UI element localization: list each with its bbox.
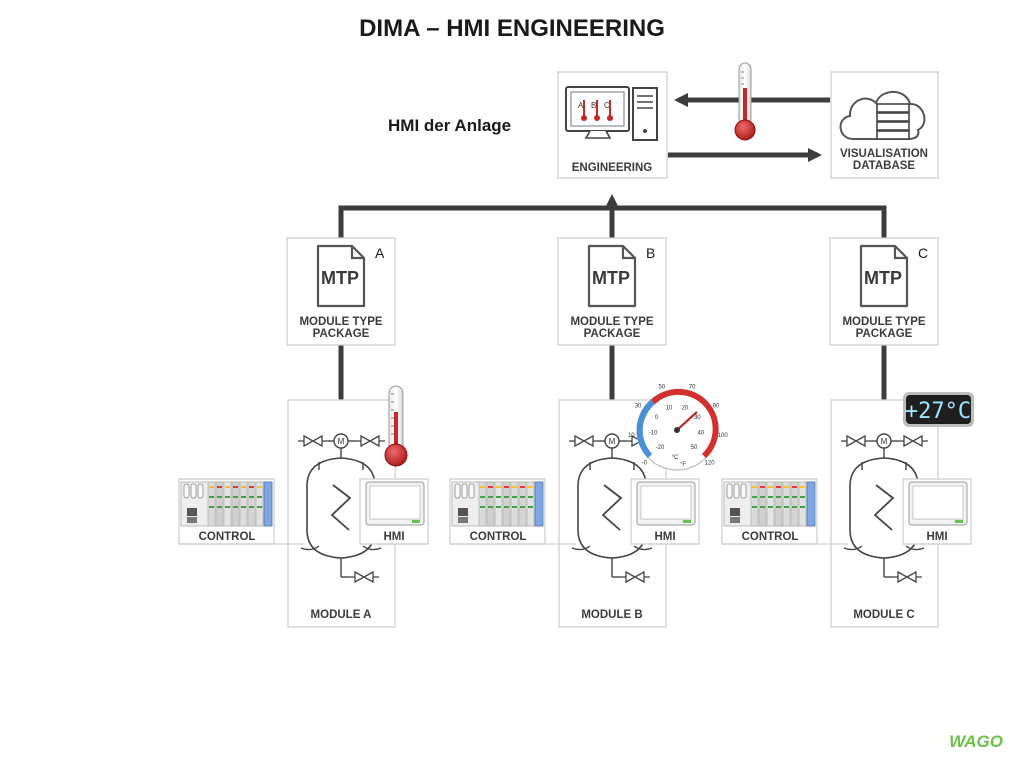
engineering-box: A B C ENGINEERING (557, 71, 668, 179)
process-schematic: M (841, 433, 928, 583)
mtp-icon-text: MTP (864, 268, 902, 288)
gauge-celsius-tick: 30 (694, 415, 701, 421)
control-label: CONTROL (470, 531, 527, 543)
control-label: CONTROL (199, 531, 256, 543)
dial-gauge-icon: -20 -10 0 10 20 30 40 50 -0 10 30 50 70 90 100 120 °C°F (628, 385, 729, 471)
svg-text:M: M (609, 437, 616, 446)
connector-tree (338, 194, 887, 400)
control-label: CONTROL (742, 531, 799, 543)
svg-text:M: M (338, 437, 345, 446)
process-schematic: M (298, 433, 385, 583)
module-label: MODULE B (581, 609, 642, 621)
screen-label-a: A (578, 101, 584, 110)
package-letter: A (375, 245, 385, 261)
module-label: MODULE A (311, 609, 372, 621)
gauge-fahrenheit-tick: 70 (689, 385, 696, 391)
hmi-panel-icon (908, 481, 968, 526)
thermometer-icon-top (734, 62, 756, 141)
gauge-celsius-tick: 40 (698, 431, 705, 437)
hmi-der-anlage-label: HMI der Anlage (388, 116, 511, 135)
mtp-icon-text: MTP (592, 268, 630, 288)
gauge-fahrenheit-tick: 90 (713, 404, 720, 410)
gauge-celsius-tick: -20 (656, 445, 665, 451)
visualisation-database-box: VISUALISATION DATABASE (830, 71, 939, 179)
package-label-line2: PACKAGE (584, 328, 641, 340)
heating-coil-icon (873, 484, 895, 531)
gauge-unit-f: °F (680, 462, 686, 468)
gauge-celsius-tick: 0 (655, 415, 659, 421)
package-letter: B (646, 245, 655, 261)
gauge-celsius-tick: 50 (691, 445, 698, 451)
wago-logo: WAGO (949, 732, 1003, 751)
database-icon (876, 103, 910, 140)
gauge-celsius-tick: 20 (682, 405, 689, 411)
hmi-label: HMI (926, 531, 947, 543)
module-label: MODULE C (853, 609, 914, 621)
process-schematic: M (569, 433, 656, 583)
digital-reading: +27°C (905, 399, 971, 424)
control-hmi-strip: CONTROL HMI (449, 478, 700, 545)
hmi-panel-icon (365, 481, 425, 526)
package-label-line1: MODULE TYPE (299, 316, 382, 328)
gauge-fahrenheit-tick: 30 (635, 404, 642, 410)
screen-label-c: C (604, 101, 610, 110)
module-box: M MODULE A (287, 399, 396, 628)
package-label-line1: MODULE TYPE (842, 316, 925, 328)
gauge-fahrenheit-tick: 100 (718, 433, 729, 439)
thermometer-icon (384, 385, 408, 467)
screen-label-b: B (591, 101, 596, 110)
digital-display-icon: +27°C (903, 392, 974, 427)
page-title: DIMA – HMI ENGINEERING (359, 15, 665, 42)
package-label-line1: MODULE TYPE (570, 316, 653, 328)
gauge-celsius-tick: 10 (666, 405, 673, 411)
package-label-line2: PACKAGE (313, 328, 370, 340)
mtp-icon-text: MTP (321, 268, 359, 288)
plc-controller-icon (723, 481, 816, 527)
package-label-line2: PACKAGE (856, 328, 913, 340)
package-letter: C (918, 245, 928, 261)
heating-coil-icon (330, 484, 352, 531)
database-label: DATABASE (853, 160, 916, 172)
computer-icon: A B C (565, 86, 658, 141)
gauge-fahrenheit-tick: -0 (642, 461, 648, 467)
engineering-label: ENGINEERING (572, 162, 653, 174)
control-hmi-strip: CONTROL HMI (721, 478, 972, 545)
visualisation-label: VISUALISATION (840, 148, 928, 160)
hmi-panel-icon (636, 481, 696, 526)
plc-controller-icon (451, 481, 544, 527)
hmi-label: HMI (654, 531, 675, 543)
gauge-needle (676, 411, 698, 431)
control-hmi-strip: CONTROL HMI (178, 478, 429, 545)
svg-text:M: M (881, 437, 888, 446)
heating-coil-icon (601, 484, 623, 531)
gauge-fahrenheit-tick: 120 (705, 461, 716, 467)
gauge-celsius-tick: -10 (649, 431, 658, 437)
hmi-label: HMI (383, 531, 404, 543)
gauge-fahrenheit-tick: 10 (628, 433, 635, 439)
gauge-unit-c: °C (672, 455, 679, 461)
plc-controller-icon (180, 481, 273, 527)
gauge-fahrenheit-tick: 50 (658, 385, 665, 391)
